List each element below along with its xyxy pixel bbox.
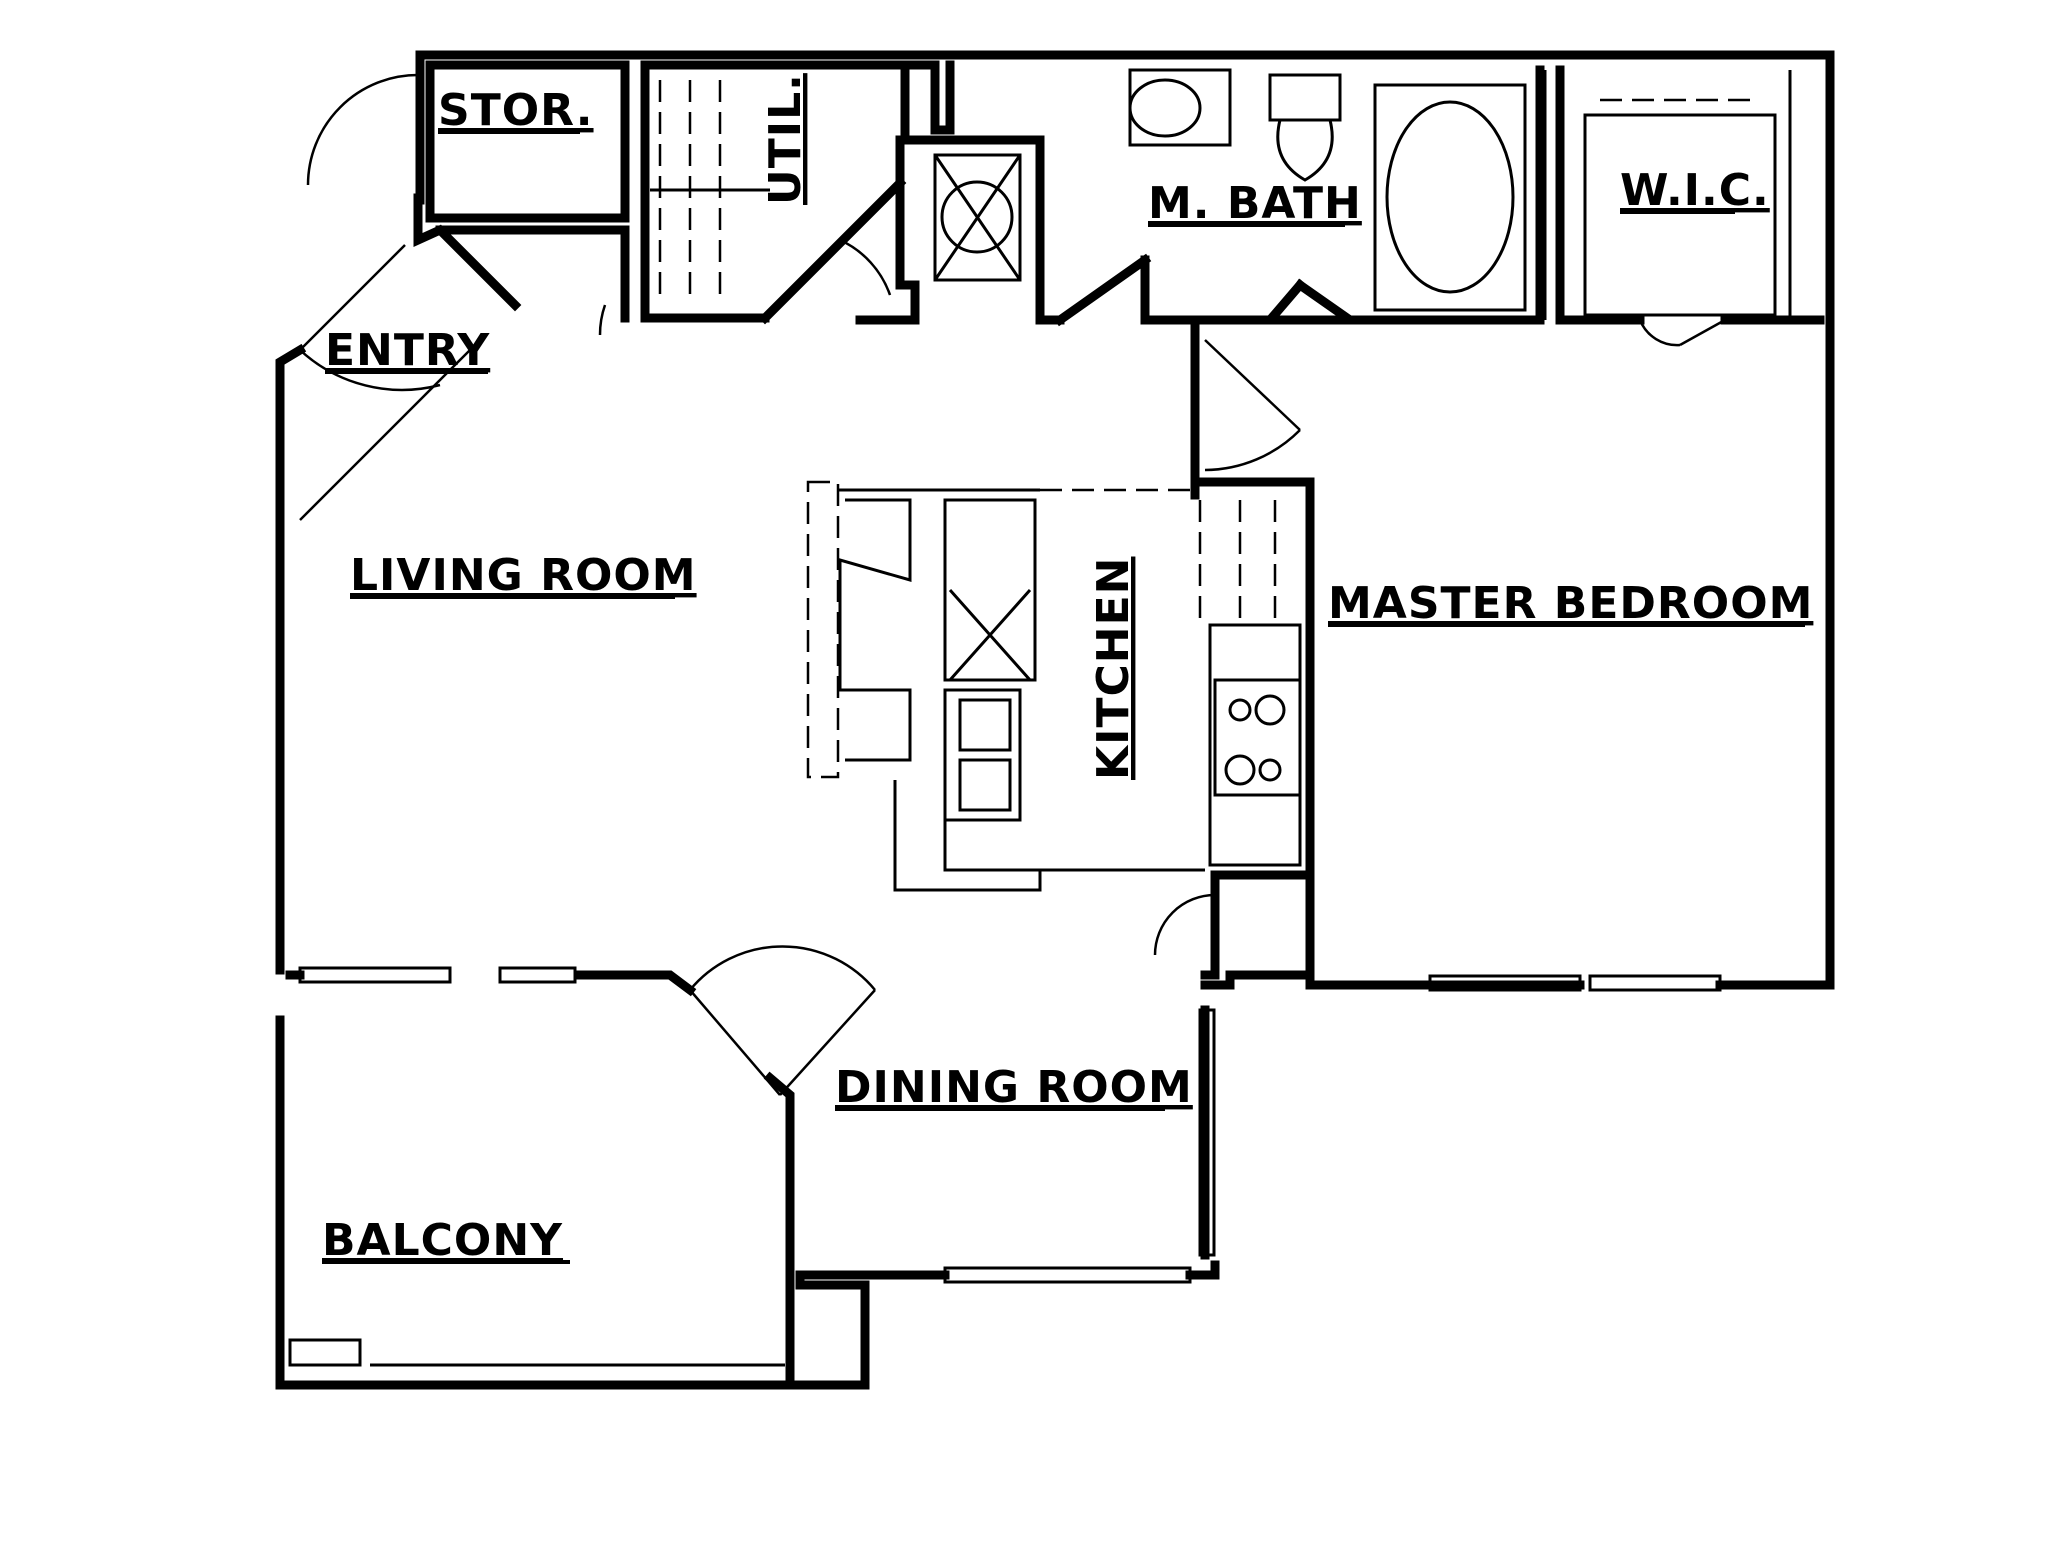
label-balcony: BALCONY bbox=[322, 1215, 563, 1266]
label-living-room: LIVING ROOM bbox=[350, 550, 697, 601]
label-mbath: M. BATH bbox=[1148, 178, 1362, 229]
label-stor: STOR. bbox=[438, 85, 594, 136]
label-entry: ENTRY bbox=[325, 325, 490, 376]
exterior-walls bbox=[275, 50, 1835, 1390]
doors bbox=[299, 73, 1726, 1096]
room-labels: STOR. UTIL. M. BATH W.I.C. ENTRY LIVING … bbox=[322, 73, 1813, 1266]
interior-walls bbox=[285, 60, 1825, 997]
label-kitchen: KITCHEN bbox=[1088, 557, 1139, 780]
kitchen-fixtures bbox=[806, 480, 1302, 892]
label-master-bedroom: MASTER BEDROOM bbox=[1328, 578, 1813, 629]
windows bbox=[288, 966, 1722, 1367]
label-wic: W.I.C. bbox=[1620, 165, 1770, 216]
label-dining-room: DINING ROOM bbox=[835, 1062, 1193, 1113]
fixtures bbox=[650, 68, 1792, 320]
label-util: UTIL. bbox=[760, 73, 811, 205]
